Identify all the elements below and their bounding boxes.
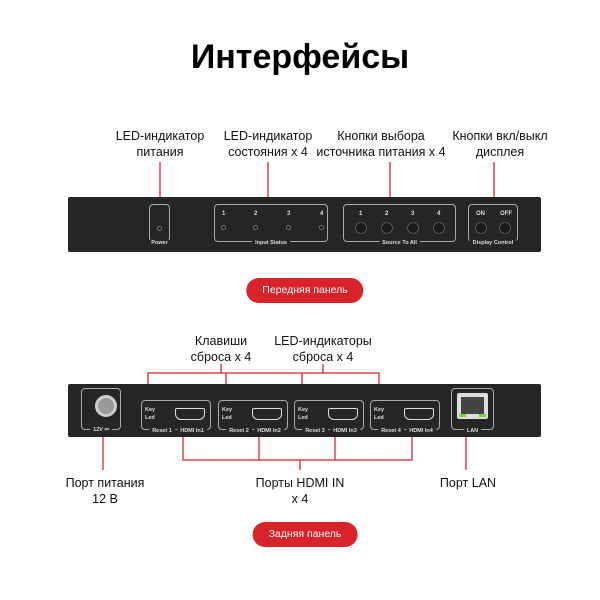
- num: 3: [287, 211, 291, 217]
- num: 2: [254, 211, 258, 217]
- source-button-3[interactable]: [407, 222, 419, 234]
- num: 1: [222, 211, 226, 217]
- led-label: Led: [222, 415, 232, 421]
- label-lan-port: Порт LAN: [439, 476, 497, 490]
- key-label: Key: [145, 407, 156, 413]
- hdmi-port-icon: [328, 408, 358, 420]
- hdmi-caption: HDMI In1: [177, 428, 207, 434]
- hdmi-caption: HDMI In2: [254, 428, 284, 434]
- rj45-port-icon: [457, 393, 488, 419]
- port-group-2: Key Led Reset 2 HDMI In2: [218, 400, 288, 434]
- hdmi-caption: HDMI In3: [330, 428, 360, 434]
- hdmi-port-icon: [175, 408, 205, 420]
- key-label: Key: [298, 407, 309, 413]
- dc-jack-icon: [95, 395, 117, 417]
- display-on-button[interactable]: [475, 222, 487, 234]
- port-group-4: Key Led Reset 4 HDMI In4: [370, 400, 440, 434]
- display-control-group: ON OFF Display Control: [468, 204, 518, 246]
- reset-caption: Reset 1: [149, 428, 175, 434]
- power-caption: Power: [148, 240, 171, 246]
- power-led: [157, 226, 162, 231]
- port-group-1: Key Led Reset 1 HDMI In1: [141, 400, 211, 434]
- power-port-caption: 12V ⎓: [90, 427, 112, 434]
- back-panel: 12V ⎓ Key Led Reset 1 HDMI In1 Key Led R…: [68, 384, 541, 437]
- status-led: [253, 225, 258, 230]
- input-status-caption: Input Status: [252, 240, 290, 246]
- source-caption: Source To All: [379, 240, 420, 246]
- status-led: [286, 225, 291, 230]
- front-panel-button[interactable]: Передняя панель: [246, 278, 364, 303]
- key-label: Key: [222, 407, 233, 413]
- status-led: [319, 225, 324, 230]
- led-label: Led: [374, 415, 384, 421]
- input-status-group: 1 2 3 4 Input Status: [214, 204, 328, 246]
- num: 2: [385, 211, 389, 217]
- source-to-all-group: 1 2 3 4 Source To All: [343, 204, 456, 246]
- reset-caption: Reset 4: [378, 428, 404, 434]
- lan-group: LAN: [451, 388, 494, 434]
- page-title: Интерфейсы: [190, 38, 410, 76]
- on-label: ON: [476, 211, 485, 217]
- num: 4: [320, 211, 324, 217]
- display-off-button[interactable]: [499, 222, 511, 234]
- front-panel: Power 1 2 3 4 Input Status 1 2 3 4 Sourc…: [68, 197, 541, 252]
- source-button-4[interactable]: [433, 222, 445, 234]
- led-label: Led: [145, 415, 155, 421]
- reset-caption: Reset 2: [226, 428, 252, 434]
- off-label: OFF: [500, 211, 512, 217]
- led-label: Led: [298, 415, 308, 421]
- status-led: [221, 225, 226, 230]
- port-group-3: Key Led Reset 3 HDMI In3: [294, 400, 364, 434]
- reset-caption: Reset 3: [302, 428, 328, 434]
- source-button-1[interactable]: [355, 222, 367, 234]
- key-label: Key: [374, 407, 385, 413]
- num: 3: [411, 211, 415, 217]
- lan-caption: LAN: [463, 428, 482, 434]
- power-port-group: 12V ⎓: [81, 388, 121, 434]
- source-button-2[interactable]: [381, 222, 393, 234]
- back-panel-button[interactable]: Задняя панель: [252, 522, 358, 547]
- display-caption: Display Control: [469, 240, 517, 246]
- power-group: Power: [148, 204, 171, 246]
- hdmi-caption: HDMI In4: [406, 428, 436, 434]
- num: 4: [437, 211, 441, 217]
- hdmi-port-icon: [404, 408, 434, 420]
- hdmi-port-icon: [252, 408, 282, 420]
- num: 1: [359, 211, 363, 217]
